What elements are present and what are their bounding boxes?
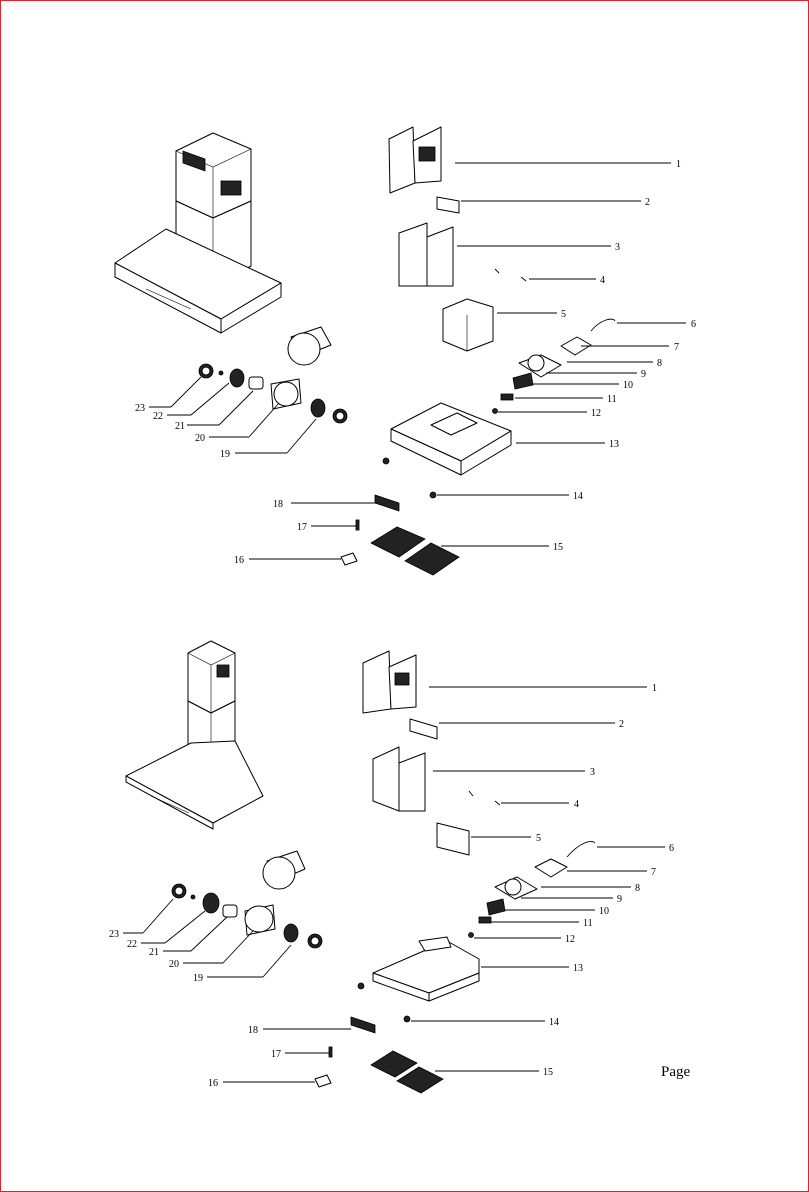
top-label-21: 21 [175,421,185,432]
top-label-10: 10 [623,380,633,391]
page-footer-label: Page [661,1064,690,1081]
bottom-label-16: 16 [208,1078,218,1089]
bottom-label-15: 15 [543,1067,553,1078]
top-label-17: 17 [297,522,307,533]
top-label-16: 16 [234,555,244,566]
bottom-label-17: 17 [271,1049,281,1060]
top-label-4: 4 [600,275,605,286]
bottom-label-13: 13 [573,963,583,974]
bottom-label-9: 9 [617,894,622,905]
bottom-label-12: 12 [565,934,575,945]
bottom-label-19: 19 [193,973,203,984]
top-label-9: 9 [641,369,646,380]
bottom-assembled-hood [126,641,263,829]
top-label-6: 6 [691,319,696,330]
bottom-label-7: 7 [651,867,656,878]
bottom-label-3: 3 [590,767,595,778]
top-label-1: 1 [676,159,681,170]
top-label-14: 14 [573,491,583,502]
top-label-15: 15 [553,542,563,553]
bottom-label-22: 22 [127,939,137,950]
top-label-2: 2 [645,197,650,208]
bottom-label-2: 2 [619,719,624,730]
top-label-12: 12 [591,408,601,419]
top-assembled-hood [115,133,281,333]
top-label-23: 23 [135,403,145,414]
top-label-3: 3 [615,242,620,253]
bottom-label-14: 14 [549,1017,559,1028]
top-label-19: 19 [220,449,230,460]
top-label-8: 8 [657,358,662,369]
top-label-5: 5 [561,309,566,320]
top-label-13: 13 [609,439,619,450]
bottom-label-23: 23 [109,929,119,940]
bottom-label-20: 20 [169,959,179,970]
bottom-label-8: 8 [635,883,640,894]
bottom-label-1: 1 [652,683,657,694]
top-label-22: 22 [153,411,163,422]
top-label-20: 20 [195,433,205,444]
bottom-label-6: 6 [669,843,674,854]
bottom-label-5: 5 [536,833,541,844]
bottom-label-10: 10 [599,906,609,917]
bottom-label-18: 18 [248,1025,258,1036]
bottom-label-4: 4 [574,799,579,810]
bottom-label-21: 21 [149,947,159,958]
top-parts [199,127,615,575]
bottom-label-11: 11 [583,918,593,929]
top-label-11: 11 [607,394,617,405]
top-label-7: 7 [674,342,679,353]
top-label-18: 18 [273,499,283,510]
